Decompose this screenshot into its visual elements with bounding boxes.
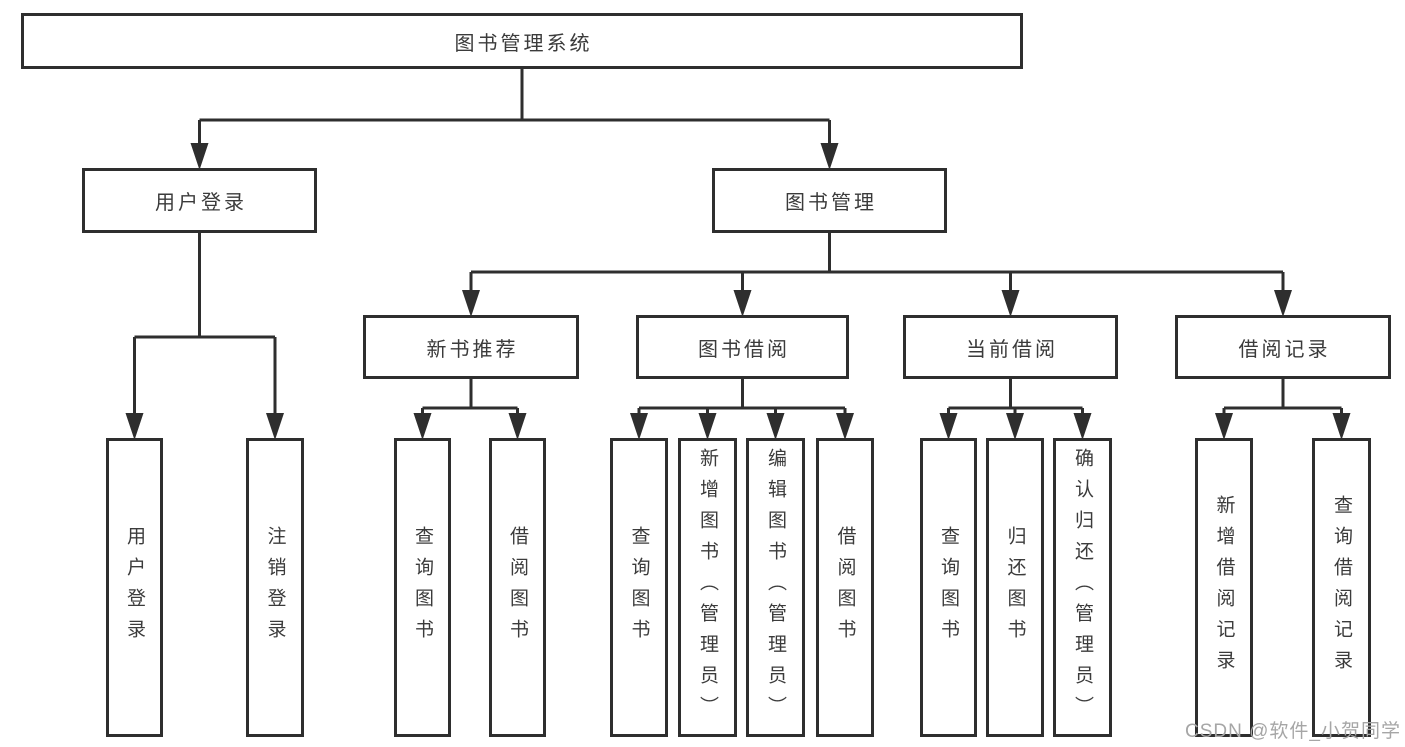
node-leaf_cb_return: 归还图书 (986, 438, 1044, 737)
node-leaf_cb_confirm: 确认归还（管理员） (1053, 438, 1112, 737)
arrow-down-icon (1006, 413, 1024, 440)
node-leaf_bb_edit: 编辑图书（管理员） (746, 438, 805, 737)
node-book_mgmt: 图书管理 (712, 168, 947, 233)
arrow-down-icon (462, 290, 480, 317)
node-label-leaf_bb_query: 查询图书 (628, 525, 650, 650)
arrow-down-icon (698, 413, 717, 440)
connector-borrow_records (1222, 379, 1343, 415)
node-leaf_bb_add: 新增图书（管理员） (678, 438, 737, 737)
arrow-down-icon (413, 413, 432, 440)
arrow-down-icon (1274, 290, 1292, 317)
arrow-down-icon (190, 143, 209, 170)
node-leaf_br_add: 新增借阅记录 (1195, 438, 1253, 737)
arrow-down-icon (630, 413, 648, 440)
connector-new_book_rec (421, 379, 519, 415)
arrow-down-icon (125, 413, 144, 440)
node-leaf_bb_query: 查询图书 (610, 438, 668, 737)
node-book_borrow: 图书借阅 (636, 315, 849, 379)
connector-root (198, 69, 831, 145)
node-label-leaf_user_login: 用户登录 (124, 525, 145, 650)
node-label-leaf_cb_return: 归还图书 (1004, 525, 1026, 650)
arrow-down-icon (508, 413, 527, 440)
node-leaf_nbr_borrow: 借阅图书 (489, 438, 546, 737)
node-label-current_borrow: 当前借阅 (966, 338, 1058, 361)
node-leaf_user_login: 用户登录 (106, 438, 163, 737)
node-user_login: 用户登录 (82, 168, 317, 233)
connector-book_borrow (637, 379, 847, 415)
node-label-leaf_br_query: 查询借阅记录 (1331, 494, 1352, 681)
node-label-leaf_cb_query: 查询图书 (938, 525, 959, 650)
node-label-borrow_records: 借阅记录 (1238, 338, 1331, 361)
node-leaf_logout: 注销登录 (246, 438, 304, 737)
node-leaf_bb_borrow: 借阅图书 (816, 438, 874, 737)
watermark: CSDN @软件_小贺同学 (1185, 721, 1401, 742)
node-label-leaf_logout: 注销登录 (264, 525, 286, 650)
node-label-leaf_nbr_borrow: 借阅图书 (507, 525, 528, 650)
node-root: 图书管理系统 (21, 13, 1023, 69)
node-leaf_nbr_query: 查询图书 (394, 438, 451, 737)
arrow-down-icon (266, 413, 284, 440)
arrow-down-icon (820, 143, 839, 170)
node-label-leaf_cb_confirm: 确认归还（管理员） (1072, 448, 1093, 727)
node-borrow_records: 借阅记录 (1175, 315, 1391, 379)
arrow-down-icon (1001, 290, 1020, 317)
node-label-leaf_nbr_query: 查询图书 (412, 525, 433, 650)
arrow-down-icon (766, 413, 785, 440)
arrow-down-icon (1073, 413, 1092, 440)
node-label-leaf_bb_borrow: 借阅图书 (834, 525, 856, 650)
node-label-user_login: 用户登录 (155, 192, 247, 214)
node-label-root: 图书管理系统 (454, 32, 593, 55)
node-label-new_book_rec: 新书推荐 (426, 338, 519, 361)
arrow-down-icon (836, 413, 854, 440)
arrow-down-icon (733, 290, 752, 317)
connector-user_login (133, 233, 277, 415)
node-label-book_mgmt: 图书管理 (785, 192, 877, 214)
node-label-leaf_br_add: 新增借阅记录 (1213, 494, 1235, 681)
arrow-down-icon (939, 413, 958, 440)
node-label-leaf_bb_edit: 编辑图书（管理员） (765, 448, 786, 727)
node-leaf_cb_query: 查询图书 (920, 438, 977, 737)
node-current_borrow: 当前借阅 (903, 315, 1118, 379)
connector-book_mgmt (469, 233, 1285, 292)
node-label-book_borrow: 图书借阅 (698, 338, 790, 361)
connector-current_borrow (947, 379, 1084, 415)
node-leaf_br_query: 查询借阅记录 (1312, 438, 1371, 737)
arrow-down-icon (1332, 413, 1351, 440)
node-label-leaf_bb_add: 新增图书（管理员） (697, 448, 718, 727)
node-new_book_rec: 新书推荐 (363, 315, 579, 379)
arrow-down-icon (1215, 413, 1233, 440)
